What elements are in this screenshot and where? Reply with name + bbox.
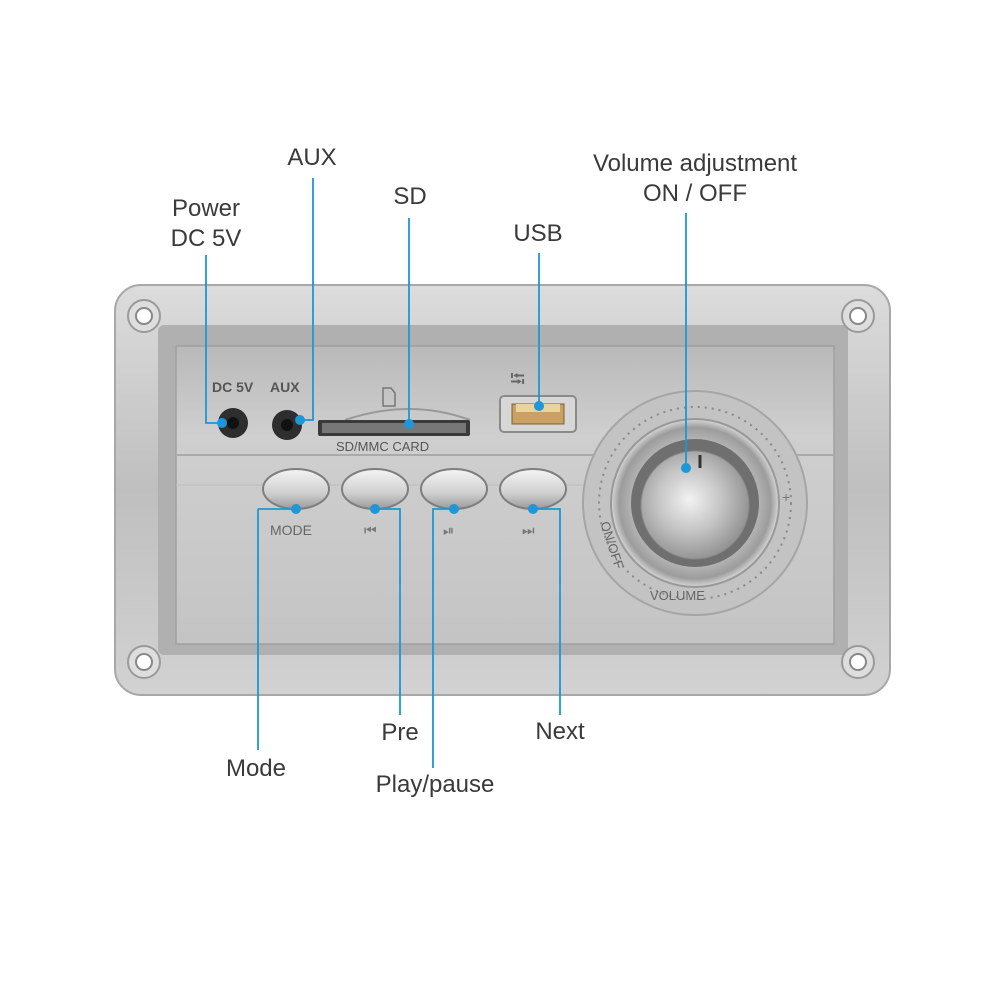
prev-icon: ⏮	[364, 522, 377, 538]
label-next: Next	[535, 718, 585, 745]
dc-jack	[218, 408, 248, 438]
label-volume: Volume adjustment ON / OFF	[565, 149, 825, 209]
print-mode: MODE	[270, 522, 312, 538]
label-power: Power DC 5V	[146, 194, 266, 254]
label-pre: Pre	[381, 719, 419, 746]
callout-line-play	[432, 508, 454, 768]
label-sd: SD	[393, 183, 427, 210]
sd-card-slot: SD/MMC CARD	[318, 387, 471, 454]
screw-hole-bottom-left	[127, 645, 161, 679]
print-volume: VOLUME	[650, 588, 705, 603]
volume-knob: ON/OFF VOLUME +	[582, 390, 808, 616]
next-icon: ⏭	[522, 522, 535, 538]
label-mode: Mode	[225, 755, 287, 782]
label-play-pause: Play/pause	[375, 771, 495, 798]
callout-line-pre	[375, 508, 401, 715]
screw-hole-top-right	[841, 299, 875, 333]
label-power-line1: Power	[171, 195, 241, 222]
callout-dots	[217, 401, 691, 514]
label-volume-line1: Volume adjustment	[592, 150, 798, 177]
usb-port: ⭾	[499, 369, 577, 433]
screw-hole-bottom-right	[841, 645, 875, 679]
svg-text:+: +	[782, 489, 790, 505]
play-pause-icon: ⏯	[443, 522, 454, 538]
label-volume-line2: ON / OFF	[643, 180, 747, 207]
print-dc5v: DC 5V	[212, 379, 254, 395]
label-aux: AUX	[287, 144, 337, 171]
print-sd-card: SD/MMC CARD	[336, 439, 429, 454]
sd-card-icon	[382, 387, 396, 407]
callout-line-next	[533, 508, 561, 715]
next-button: ⏭	[499, 468, 567, 538]
screw-hole-top-left	[127, 299, 161, 333]
label-usb: USB	[513, 220, 563, 247]
print-aux: AUX	[270, 379, 300, 395]
usb-icon: ⭾	[510, 369, 525, 391]
label-power-line2: DC 5V	[170, 225, 242, 252]
aux-jack	[272, 410, 302, 440]
callout-line-power	[205, 255, 222, 424]
